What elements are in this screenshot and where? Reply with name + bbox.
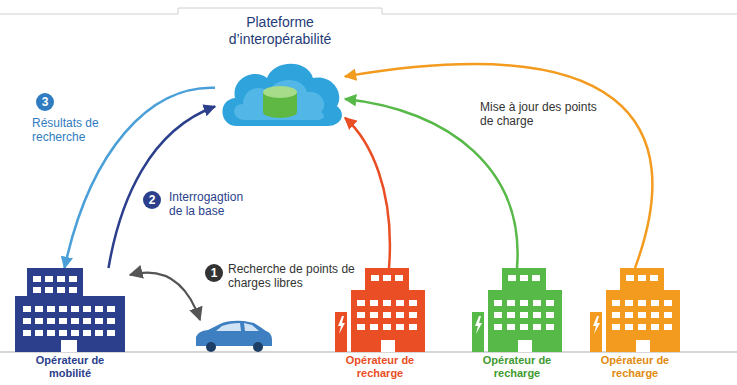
operator-label: Opérateur de mobilité [20,354,120,380]
callout-number: 1 [205,264,223,282]
charging-operator: Opérateur de recharge [472,268,562,380]
cloud-shape [215,54,345,129]
building-shape [590,268,680,352]
building-shape [472,268,562,352]
callout-number: 3 [36,93,54,111]
flow-arrow [109,107,216,269]
flow-arrow [65,88,216,268]
car-icon [196,321,272,352]
flow-arrow [345,118,390,268]
platform-cloud: Plateforme d’interopérabilité [180,14,380,129]
callout-number: 2 [143,191,161,209]
mobility-operator: Opérateur de mobilité [15,268,125,380]
edge-label: Mise à jour des points de charge [478,100,607,128]
frame-line [0,14,178,15]
edge-label: Résultats de recherche [30,116,109,144]
charging-operator: Opérateur de recharge [590,268,680,380]
platform-title: Plateforme d’interopérabilité [205,14,355,48]
frame-line [178,8,179,14]
frame-line [382,8,383,14]
flow-arrow [345,64,652,268]
building-shape [15,268,125,352]
search-arrow [130,273,200,320]
operator-label: Opérateur de recharge [342,354,418,380]
frame-line [382,14,737,15]
step-label: Recherche de points de charges libres [228,262,358,290]
frame-line [178,8,382,9]
operator-label: Opérateur de recharge [479,354,555,380]
edge-label: Interrogagtion de la base [167,190,261,218]
operator-label: Opérateur de recharge [597,354,673,380]
